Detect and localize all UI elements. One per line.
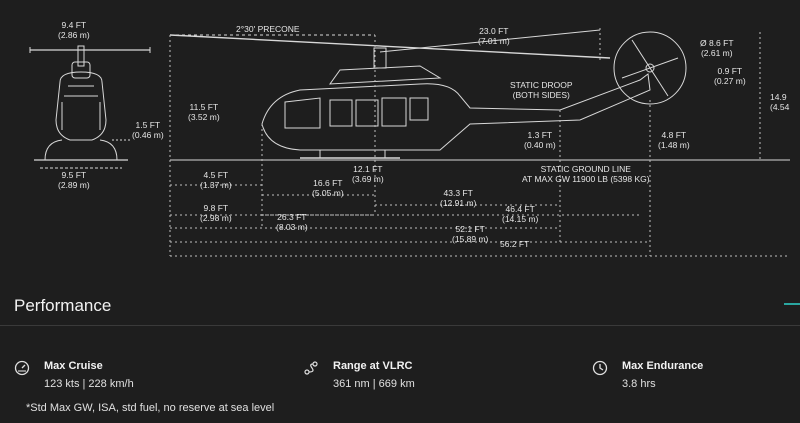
hub-height-label: 11.5 FT(3.52 m) xyxy=(188,102,220,122)
stat-value: 3.8 hrs xyxy=(622,378,656,390)
front-view-drawing xyxy=(29,45,151,169)
stat-value: 123 kts | 228 km/h xyxy=(44,378,134,390)
stat-label: Range at VLRC xyxy=(333,360,413,372)
performance-heading: Performance xyxy=(14,296,112,315)
stat-label: Max Cruise xyxy=(44,360,103,372)
performance-footnote: *Std Max GW, ISA, std fuel, no reserve a… xyxy=(26,402,275,414)
helicopter-dimension-diagram: 9.4 FT(2.86 m) 1.5 FT(0.46 m) 9.5 FT(2.8… xyxy=(29,20,790,257)
front-rotor-width-label: 9.4 FT(2.86 m) xyxy=(58,20,90,40)
nose-to-skid-label: 4.5 FT(1.37 m) xyxy=(200,170,232,190)
side-view-drawing xyxy=(169,28,790,257)
stat-value: 361 nm | 669 km xyxy=(333,378,415,390)
overall-length-label: 56.2 FT xyxy=(500,239,530,249)
tail-offset-label: 0.9 FT(0.27 m) xyxy=(714,66,746,86)
tail-rotor-diameter-label: Ø 8.6 FT(2.61 m) xyxy=(700,38,734,58)
precone-label: 2°30' PRECONE xyxy=(236,24,300,34)
tail-boom-label: 46.4 FT(14.15 m) xyxy=(502,204,539,224)
cabin-length-label: 16.6 FT(5.05 m) xyxy=(312,178,344,198)
rotor-front-label: 23.0 FT(7.01 m) xyxy=(478,26,510,46)
nose-to-mast-label: 26.3 FT(8.03 m) xyxy=(276,212,308,232)
stat-label: Max Endurance xyxy=(622,360,704,372)
rotor-forward-label: 9.8 FT(2.98 m) xyxy=(200,203,232,223)
route-icon xyxy=(304,361,318,375)
belly-clearance-label: 1.3 FT(0.40 m) xyxy=(524,130,556,150)
static-droop-label: STATIC DROOP(BOTH SIDES) xyxy=(510,80,573,100)
dimension-drawing xyxy=(29,28,790,257)
clock-icon xyxy=(592,360,608,376)
tail-clearance-label: 4.8 FT(1.48 m) xyxy=(658,130,690,150)
skid-length-label: 12.1 FT(3.69 m) xyxy=(352,164,384,184)
front-skid-width-label: 9.5 FT(2.89 m) xyxy=(58,170,90,190)
speedometer-icon xyxy=(14,360,30,376)
overall-fuselage-label: 52.1 FT(15.89 m) xyxy=(452,224,489,244)
overall-height-label: 14.9(4.54 xyxy=(770,92,790,112)
section-divider xyxy=(0,325,800,326)
front-clearance-label: 1.5 FT(0.46 m) xyxy=(132,120,164,140)
section-accent-bar xyxy=(784,303,800,305)
fuselage-length-label: 43.3 FT(12.91 m) xyxy=(440,188,477,208)
